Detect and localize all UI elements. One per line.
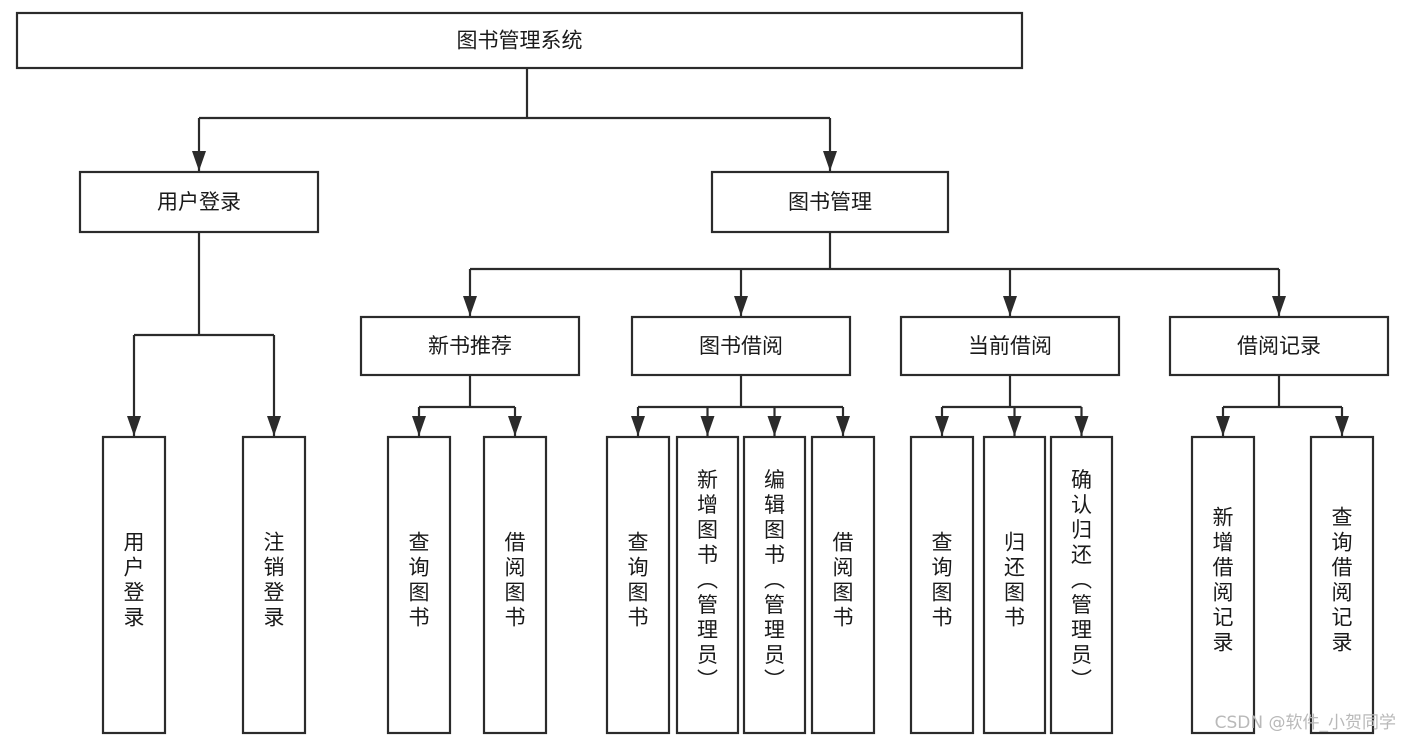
- node-leaf-edit-book-admin[interactable]: 编辑图书︵管理员︶: [742, 435, 807, 735]
- node-box-leaf-query-book-recommend[interactable]: [386, 435, 452, 735]
- node-label-leaf-borrow-book: 借阅图书: [833, 531, 854, 630]
- node-box-leaf-query-book-borrow[interactable]: [605, 435, 671, 735]
- connector-current-borrow-bus: [935, 375, 1089, 436]
- node-box-user-login[interactable]: [78, 170, 320, 234]
- node-label-leaf-query-book-borrow: 查询图书: [628, 531, 649, 630]
- connector-book-management-bus: [463, 232, 1286, 316]
- node-leaf-query-borrow-record[interactable]: 查询借阅记录: [1309, 435, 1375, 735]
- node-leaf-query-book-recommend[interactable]: 查询图书: [386, 435, 452, 735]
- node-leaf-add-borrow-record[interactable]: 新增借阅记录: [1190, 435, 1256, 735]
- node-current-borrow[interactable]: 当前借阅: [899, 315, 1121, 377]
- node-label-leaf-edit-book-admin: 编辑图书︵管理员︶: [764, 468, 785, 692]
- connector-borrow-record-bus: [1216, 375, 1349, 436]
- node-leaf-user-login[interactable]: 用户登录: [101, 435, 167, 735]
- node-label-leaf-query-borrow-record: 查询借阅记录: [1332, 506, 1353, 655]
- node-box-leaf-edit-book-admin[interactable]: [742, 435, 807, 735]
- node-root[interactable]: 图书管理系统: [15, 11, 1024, 70]
- node-box-book-management[interactable]: [710, 170, 950, 234]
- node-box-borrow-record[interactable]: [1168, 315, 1390, 377]
- node-label-leaf-query-book-recommend: 查询图书: [409, 531, 430, 630]
- node-leaf-add-book-admin[interactable]: 新增图书︵管理员︶: [675, 435, 740, 735]
- node-label-leaf-confirm-return-admin: 确认归还︵管理员︶: [1071, 468, 1092, 692]
- watermark-label: CSDN @软件_小贺同学: [1215, 713, 1396, 733]
- node-user-login[interactable]: 用户登录: [78, 170, 320, 234]
- node-label-current-borrow: 当前借阅: [968, 334, 1052, 358]
- connector-new-book-recommend-bus: [412, 375, 522, 436]
- node-box-leaf-add-book-admin[interactable]: [675, 435, 740, 735]
- node-box-leaf-confirm-return-admin[interactable]: [1049, 435, 1114, 735]
- node-box-leaf-borrow-book-recommend[interactable]: [482, 435, 548, 735]
- node-box-leaf-user-login[interactable]: [101, 435, 167, 735]
- connector-book-borrow-bus: [631, 375, 850, 436]
- connector-root-bus: [192, 68, 837, 171]
- node-leaf-logout-login[interactable]: 注销登录: [241, 435, 307, 735]
- node-box-leaf-query-book-current[interactable]: [909, 435, 975, 735]
- connector-user-login-bus: [127, 232, 281, 436]
- node-label-leaf-query-book-current: 查询图书: [932, 531, 953, 630]
- node-leaf-return-book[interactable]: 归还图书: [982, 435, 1047, 735]
- node-label-leaf-return-book: 归还图书: [1004, 531, 1025, 630]
- node-box-new-book-recommend[interactable]: [359, 315, 581, 377]
- node-label-leaf-user-login: 用户登录: [124, 531, 145, 630]
- node-label-borrow-record: 借阅记录: [1237, 334, 1321, 358]
- node-box-book-borrow[interactable]: [630, 315, 852, 377]
- node-label-book-borrow: 图书借阅: [699, 334, 783, 358]
- node-leaf-query-book-current[interactable]: 查询图书: [909, 435, 975, 735]
- node-label-root: 图书管理系统: [457, 29, 583, 53]
- node-borrow-record[interactable]: 借阅记录: [1168, 315, 1390, 377]
- node-label-book-management: 图书管理: [788, 190, 872, 214]
- node-new-book-recommend[interactable]: 新书推荐: [359, 315, 581, 377]
- node-label-leaf-logout-login: 注销登录: [264, 531, 285, 630]
- node-box-leaf-borrow-book[interactable]: [810, 435, 876, 735]
- node-leaf-confirm-return-admin[interactable]: 确认归还︵管理员︶: [1049, 435, 1114, 735]
- node-label-leaf-add-book-admin: 新增图书︵管理员︶: [697, 468, 718, 692]
- node-book-borrow[interactable]: 图书借阅: [630, 315, 852, 377]
- node-box-current-borrow[interactable]: [899, 315, 1121, 377]
- node-label-user-login: 用户登录: [157, 190, 241, 214]
- node-box-root[interactable]: [15, 11, 1024, 70]
- connectors-layer: [127, 68, 1349, 436]
- nodes-layer: 图书管理系统用户登录图书管理新书推荐图书借阅当前借阅借阅记录用户登录注销登录查询…: [15, 11, 1390, 735]
- node-label-new-book-recommend: 新书推荐: [428, 334, 512, 358]
- node-book-management[interactable]: 图书管理: [710, 170, 950, 234]
- node-leaf-borrow-book[interactable]: 借阅图书: [810, 435, 876, 735]
- node-box-leaf-return-book[interactable]: [982, 435, 1047, 735]
- node-box-leaf-logout-login[interactable]: [241, 435, 307, 735]
- node-box-leaf-query-borrow-record[interactable]: [1309, 435, 1375, 735]
- node-label-leaf-add-borrow-record: 新增借阅记录: [1213, 506, 1234, 655]
- node-leaf-query-book-borrow[interactable]: 查询图书: [605, 435, 671, 735]
- node-leaf-borrow-book-recommend[interactable]: 借阅图书: [482, 435, 548, 735]
- node-label-leaf-borrow-book-recommend: 借阅图书: [505, 531, 526, 630]
- node-box-leaf-add-borrow-record[interactable]: [1190, 435, 1256, 735]
